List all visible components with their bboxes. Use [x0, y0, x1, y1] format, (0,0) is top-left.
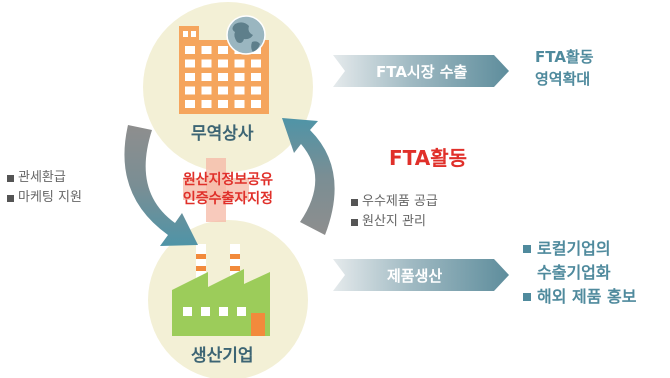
building-window	[185, 100, 195, 108]
building-window	[201, 86, 212, 95]
trading-company-label: 무역상사	[191, 124, 254, 144]
list-item: 로컬기업의	[523, 237, 636, 261]
square-bullet-icon	[7, 174, 14, 182]
list-item: 해외 제품 홍보	[523, 285, 636, 309]
building-window	[218, 100, 228, 108]
building-window	[218, 73, 228, 81]
building-window	[234, 100, 245, 108]
building-window	[183, 31, 188, 37]
building-window	[234, 73, 245, 81]
center-label: 원산지정보공유 인증수출자지정	[158, 171, 298, 209]
building-window	[191, 31, 196, 37]
building-window	[234, 86, 245, 95]
building-window	[201, 46, 212, 54]
production-band-arrow	[333, 259, 509, 291]
local-business-list: 로컬기업의 수출기업화 해외 제품 홍보	[523, 237, 636, 309]
export-band-label: FTA시장 수출	[376, 63, 468, 81]
list-item: 관세환급	[7, 168, 82, 188]
left-support-list: 관세환급 마케팅 지원	[7, 168, 82, 208]
fta-expansion-text: FTA활동 영역확대	[535, 46, 594, 90]
fta-activity-title: FTA활동	[389, 146, 468, 170]
center-label-line2: 인증수출자지정	[182, 191, 274, 207]
building-window	[251, 86, 261, 95]
list-item: 마케팅 지원	[7, 188, 82, 208]
building-window	[251, 100, 261, 108]
globe-icon	[226, 15, 266, 55]
office-building-icon	[179, 26, 269, 114]
list-item: 우수제품 공급	[351, 192, 438, 212]
production-band-label: 제품생산	[387, 267, 443, 285]
factory-icon	[172, 244, 270, 336]
building-window	[201, 73, 212, 81]
list-item-continuation: 수출기업화	[537, 263, 611, 282]
building-window	[185, 86, 195, 95]
square-bullet-icon	[351, 198, 358, 206]
fta-expansion-line1: FTA활동	[535, 48, 594, 66]
left-cycle-arrow	[124, 125, 198, 246]
building-window	[185, 73, 195, 81]
building-window	[218, 46, 228, 54]
manufacturer-label: 생산기업	[191, 346, 254, 366]
export-band-arrow	[333, 55, 509, 87]
fta-expansion-line2: 영역확대	[535, 70, 591, 88]
building-window	[251, 59, 261, 68]
building-window	[234, 59, 245, 68]
building-window	[185, 59, 195, 68]
square-bullet-icon	[7, 194, 14, 202]
list-item: 원산지 관리	[351, 212, 438, 232]
square-bullet-icon	[523, 245, 531, 253]
building-window	[185, 46, 195, 54]
building-window	[218, 86, 228, 95]
building-window	[251, 73, 261, 81]
center-cross-icon	[183, 158, 249, 222]
center-label-line1: 원산지정보공유	[182, 172, 274, 188]
right-supply-list: 우수제품 공급 원산지 관리	[351, 192, 438, 232]
building-window	[218, 59, 228, 68]
square-bullet-icon	[351, 218, 358, 226]
square-bullet-icon	[523, 293, 531, 301]
right-cycle-arrow	[282, 118, 335, 235]
building-window	[201, 100, 212, 108]
building-window	[201, 59, 212, 68]
